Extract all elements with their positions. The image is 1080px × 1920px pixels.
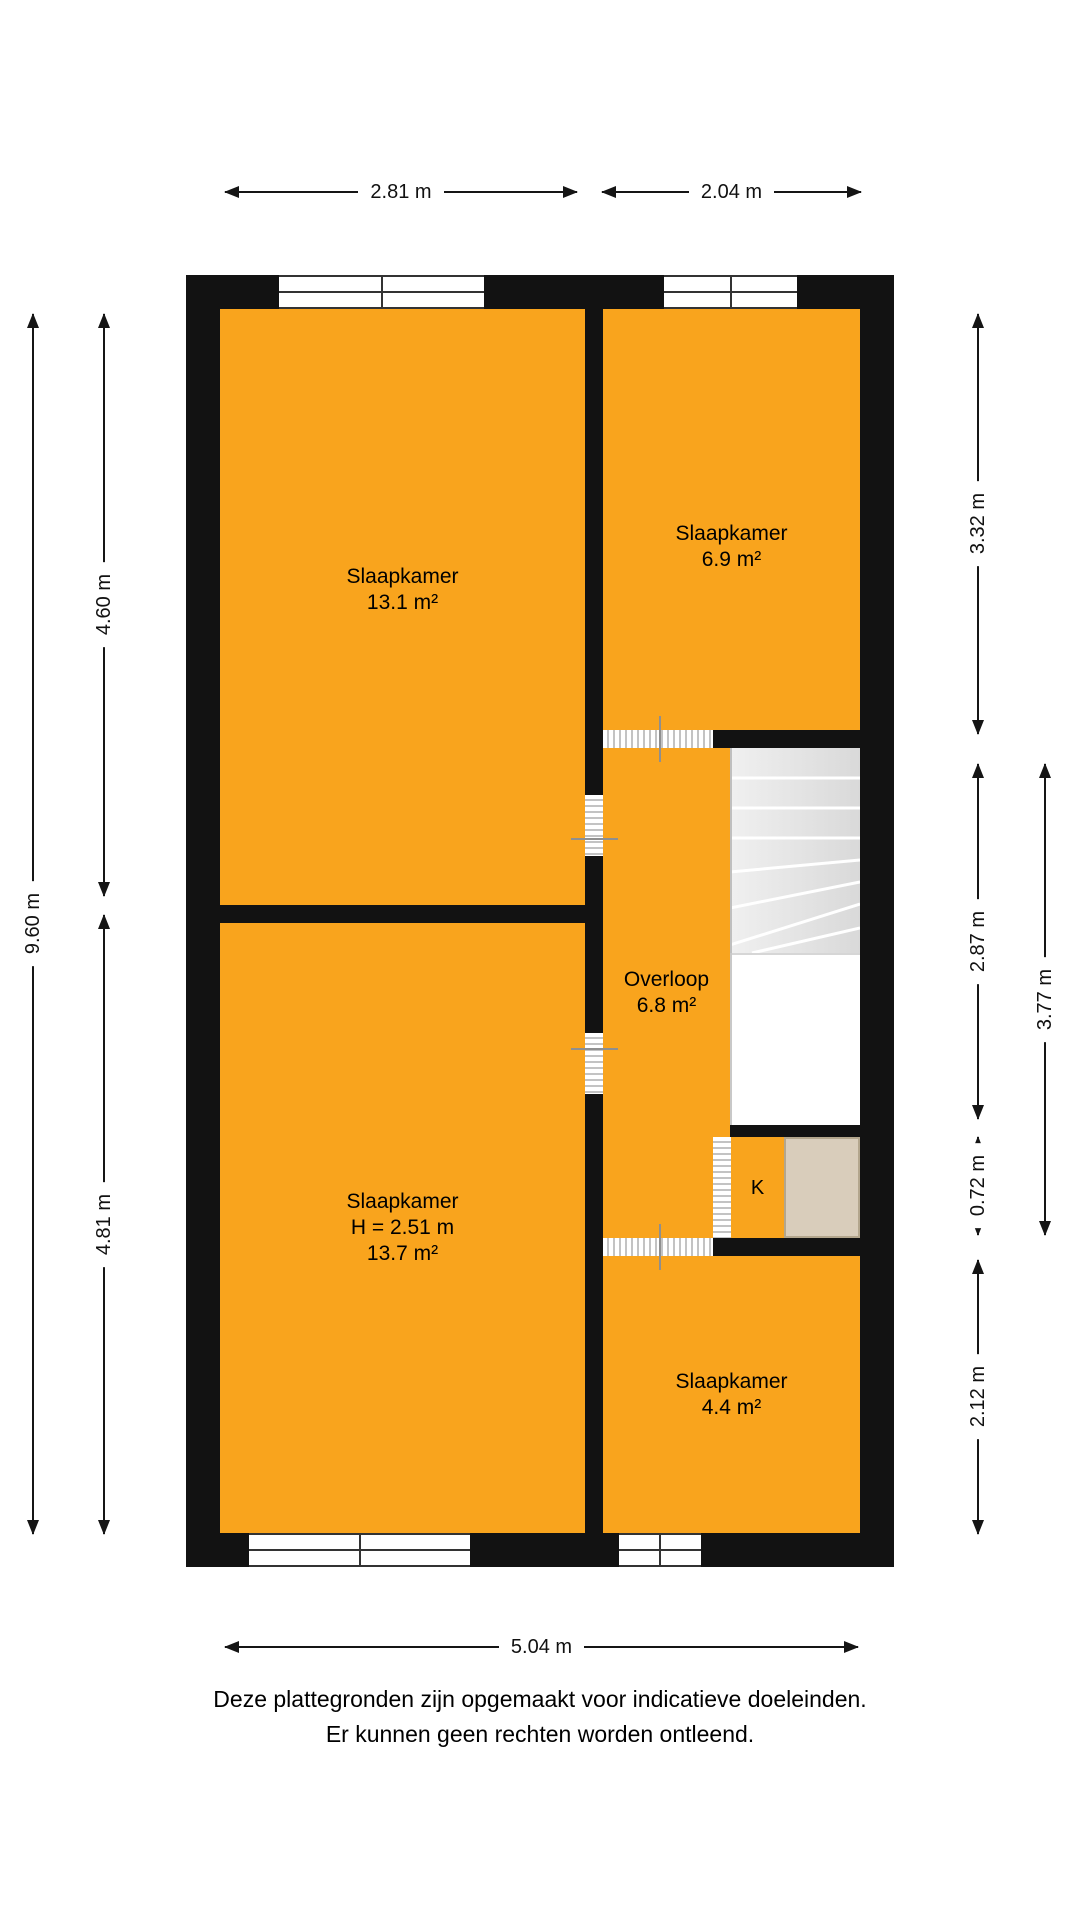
room-area-label: 6.9 m² (701, 547, 762, 571)
door-opening-bedroom-top-left (585, 795, 603, 856)
dimension-label: 2.12 m (964, 1354, 992, 1440)
dimension-right-closet-height: 0.72 m (958, 1137, 998, 1235)
door-opening-bedroom-bottom-right (603, 1238, 713, 1256)
dimension-label: 0.72 m (964, 1143, 992, 1229)
dimension-label: 2.87 m (964, 898, 992, 985)
closet-label: K (750, 1176, 765, 1199)
dimension-right-lower-height: 2.12 m (958, 1260, 998, 1534)
room-bedroom-bottom-left: Slaapkamer H = 2.51 m 13.7 m² (220, 923, 585, 1533)
room-name-label: Slaapkamer (346, 565, 459, 588)
room-landing-overloop: Overloop 6.8 m² (603, 748, 730, 1238)
window-top-right (664, 275, 797, 309)
closet-wardrobe-block (784, 1137, 860, 1238)
door-opening-closet (713, 1137, 731, 1238)
dimension-right-outer-height: 3.77 m (1025, 764, 1065, 1235)
dimension-label: 2.04 m (688, 178, 775, 206)
room-bedroom-top-right: Slaapkamer 6.9 m² (603, 309, 860, 730)
door-mark (659, 716, 661, 762)
disclaimer-line-1: Deze plattegronden zijn opgemaakt voor i… (213, 1686, 867, 1712)
dimension-label: 9.60 m (19, 881, 47, 967)
dimension-label: 5.04 m (498, 1633, 585, 1661)
disclaimer-line-2: Er kunnen geen rechten worden ontleend. (325, 1721, 755, 1747)
dimension-bottom-width: 5.04 m (225, 1627, 858, 1667)
dimension-label: 4.60 m (90, 562, 118, 648)
dimension-left-lower-height: 4.81 m (84, 915, 124, 1534)
room-area-label: 4.4 m² (701, 1395, 762, 1419)
window-top-left (279, 275, 484, 309)
room-name-label: Slaapkamer (675, 521, 788, 545)
room-area-label: 13.7 m² (366, 1242, 439, 1265)
dimension-label: 3.32 m (964, 481, 992, 567)
dimension-right-upper-height: 3.32 m (958, 314, 998, 734)
dimension-top-left-width: 2.81 m (225, 172, 577, 212)
door-mark (571, 838, 618, 840)
room-area-label: 6.8 m² (636, 994, 697, 1017)
window-bottom-right (619, 1533, 701, 1567)
dimension-label: 2.81 m (358, 178, 444, 206)
room-bedroom-top-left: Slaapkamer 13.1 m² (220, 309, 585, 905)
floorplan: Slaapkamer 13.1 m² Slaapkamer H = 2.51 m… (186, 275, 894, 1567)
room-closet-k: K (731, 1137, 784, 1238)
window-bottom-left (249, 1533, 470, 1567)
room-height-label: H = 2.51 m (350, 1216, 455, 1239)
dimension-label: 3.77 m (1031, 956, 1059, 1043)
staircase-drawing (729, 748, 861, 1125)
room-area-label: 13.1 m² (366, 591, 439, 614)
dimension-right-middle-height: 2.87 m (958, 764, 998, 1119)
room-name-label: Slaapkamer (346, 1190, 459, 1213)
door-mark (659, 1224, 661, 1270)
staircase (729, 748, 861, 1125)
room-name-label: Slaapkamer (675, 1369, 788, 1393)
dimension-top-right-width: 2.04 m (602, 172, 861, 212)
dimension-label: 4.81 m (90, 1181, 118, 1268)
door-opening-bedroom-bottom-left (585, 1033, 603, 1094)
disclaimer-text: Deze plattegronden zijn opgemaakt voor i… (0, 1682, 1080, 1752)
dimension-left-total-height: 9.60 m (13, 314, 53, 1534)
room-bedroom-bottom-right: Slaapkamer 4.4 m² (603, 1256, 860, 1533)
door-opening-landing-top (603, 730, 713, 748)
room-name-label: Overloop (623, 968, 710, 991)
dimension-left-upper-height: 4.60 m (84, 314, 124, 896)
door-mark (571, 1048, 618, 1050)
